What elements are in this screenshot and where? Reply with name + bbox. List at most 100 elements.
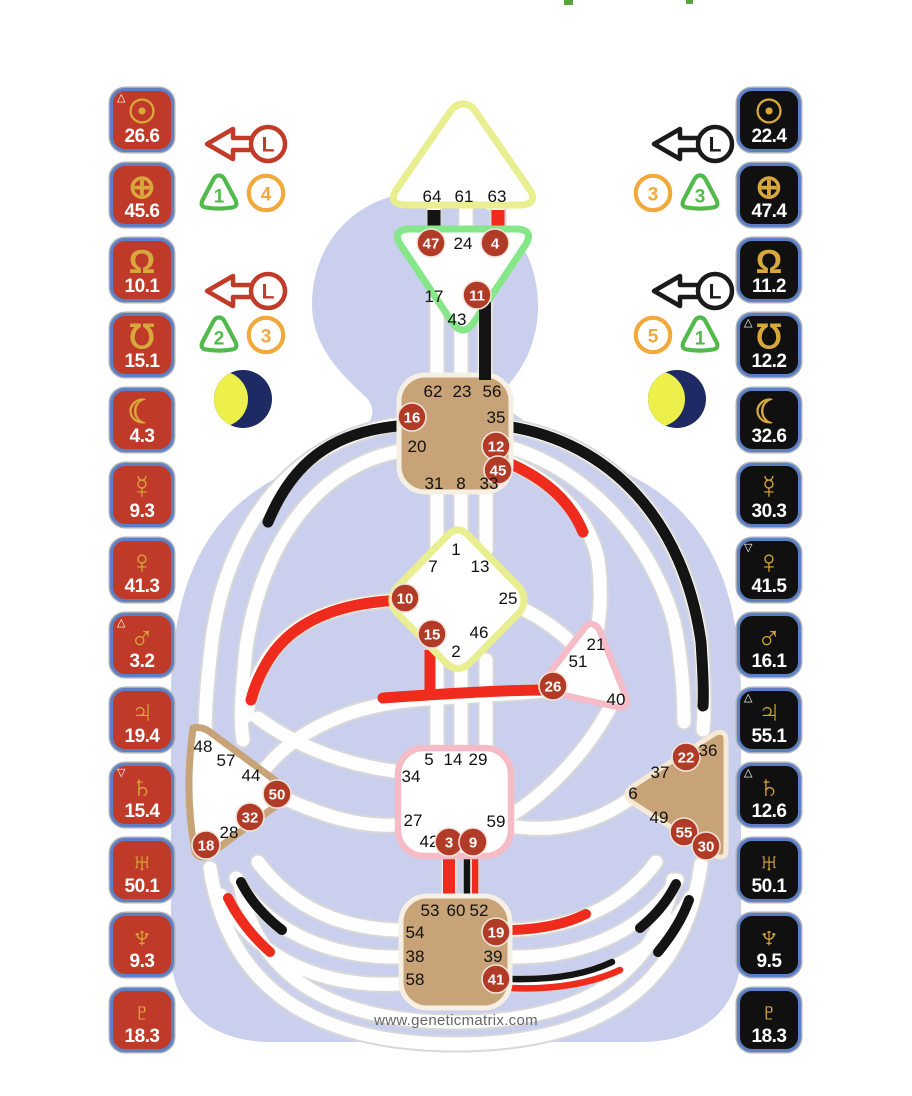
gate-14: 14 bbox=[444, 750, 463, 769]
mars-icon: ♂ bbox=[129, 617, 155, 655]
gate-10-activation bbox=[390, 583, 420, 613]
personality-planet-saturn: △♄12.6 bbox=[737, 763, 801, 827]
arrow-circle bbox=[248, 124, 288, 164]
gate-9-activation bbox=[458, 827, 488, 857]
sacral-center bbox=[394, 744, 515, 860]
planet-gate-value: 41.5 bbox=[751, 576, 787, 597]
gate-62: 62 bbox=[424, 382, 443, 401]
personality-planet-jupiter: △♃55.1 bbox=[737, 688, 801, 752]
gate-26-activation bbox=[538, 671, 568, 701]
gate-15: 15 bbox=[424, 626, 441, 643]
planet-gate-value: 18.3 bbox=[124, 1026, 160, 1047]
cropped-text-artifact bbox=[686, 0, 693, 4]
moon-icon: ☽ bbox=[127, 392, 157, 430]
gate-38: 38 bbox=[406, 947, 425, 966]
design-planet-mercury: ☿9.3 bbox=[110, 463, 174, 527]
planet-gate-value: 22.4 bbox=[751, 126, 787, 147]
circle-badge: 5 bbox=[633, 315, 673, 355]
planet-gate-value: 16.1 bbox=[751, 651, 787, 672]
planet-gate-value: 10.1 bbox=[124, 276, 160, 297]
badge-value: 3 bbox=[261, 327, 272, 348]
gate-59: 59 bbox=[487, 812, 506, 831]
planet-gate-value: 47.4 bbox=[751, 201, 787, 222]
arrow-letter: L bbox=[262, 280, 275, 303]
personality-planet-mars: ♂16.1 bbox=[737, 613, 801, 677]
gate-15-activation bbox=[417, 619, 447, 649]
design-planet-saturn: ▽♄15.4 bbox=[110, 763, 174, 827]
gate-18-activation bbox=[191, 830, 221, 860]
gate-47-activation bbox=[416, 228, 446, 258]
gate-22: 22 bbox=[678, 749, 695, 766]
planet-gate-value: 50.1 bbox=[124, 876, 160, 897]
badge-value: 2 bbox=[214, 329, 225, 350]
gate-32-activation bbox=[235, 802, 265, 832]
gate-4-activation bbox=[480, 228, 510, 258]
neptune-icon: ♆ bbox=[756, 917, 782, 955]
arrow-letter: L bbox=[709, 280, 722, 303]
venus-icon: ♀ bbox=[756, 542, 782, 580]
gate-37: 37 bbox=[651, 763, 670, 782]
gate-61: 61 bbox=[455, 187, 474, 206]
planet-gate-value: 50.1 bbox=[751, 876, 787, 897]
gate-42: 42 bbox=[420, 832, 439, 851]
design-planet-sun: △☉26.6 bbox=[110, 88, 174, 152]
gate-64: 64 bbox=[423, 187, 442, 206]
gate-63: 63 bbox=[488, 187, 507, 206]
design-planet-pluto: ♇18.3 bbox=[110, 988, 174, 1052]
planet-gate-value: 12.6 bbox=[751, 801, 787, 822]
personality-planet-neptune: ♆9.5 bbox=[737, 913, 801, 977]
design-planet-uranus: ♅50.1 bbox=[110, 838, 174, 902]
arrow-circle bbox=[695, 124, 735, 164]
sun-icon: ☉ bbox=[127, 92, 157, 130]
triangle-badge: 1 bbox=[680, 315, 720, 353]
head-center bbox=[390, 100, 536, 209]
gate-8: 8 bbox=[456, 474, 465, 493]
moon-phase-left-icon bbox=[214, 370, 272, 428]
gate-49: 49 bbox=[650, 808, 669, 827]
gate-34: 34 bbox=[402, 767, 421, 786]
planet-gate-value: 4.3 bbox=[129, 426, 155, 447]
uranus-icon: ♅ bbox=[129, 842, 155, 880]
watermark-link[interactable]: www.geneticmatrix.com bbox=[374, 1012, 538, 1029]
gate-41: 41 bbox=[488, 971, 505, 988]
personality-planet-venus: ▽♀41.5 bbox=[737, 538, 801, 602]
gate-43: 43 bbox=[448, 310, 467, 329]
earth-icon: ⊕ bbox=[755, 167, 783, 205]
gate-35: 35 bbox=[487, 408, 506, 427]
left-arrow-icon bbox=[204, 126, 255, 162]
gate-23: 23 bbox=[453, 382, 472, 401]
gate-16-activation bbox=[397, 402, 427, 432]
north-node-icon: Ω bbox=[128, 242, 156, 280]
gate-29: 29 bbox=[469, 750, 488, 769]
gate-50: 50 bbox=[269, 786, 286, 803]
planet-gate-value: 19.4 bbox=[124, 726, 160, 747]
triangle-badge: 3 bbox=[680, 173, 720, 211]
mercury-icon: ☿ bbox=[756, 467, 782, 505]
gate-4: 4 bbox=[491, 235, 500, 252]
gate-27: 27 bbox=[404, 811, 423, 830]
channel-activations bbox=[223, 210, 709, 992]
gate-45-activation bbox=[483, 455, 513, 485]
gate-50-activation bbox=[262, 779, 292, 809]
arrow-circle bbox=[695, 271, 735, 311]
gate-9: 9 bbox=[469, 834, 477, 851]
gate-11: 11 bbox=[469, 287, 485, 304]
gate-58: 58 bbox=[406, 970, 425, 989]
gate-22-activation bbox=[671, 742, 701, 772]
north-node-icon: Ω bbox=[755, 242, 783, 280]
planet-gate-value: 9.5 bbox=[756, 951, 782, 972]
planet-gate-value: 3.2 bbox=[129, 651, 155, 672]
personality-planet-south-node: △℧12.2 bbox=[737, 313, 801, 377]
left-arrow-icon bbox=[651, 273, 702, 309]
arrow-letter: L bbox=[709, 133, 722, 156]
personality-planet-pluto: ♇18.3 bbox=[737, 988, 801, 1052]
gate-48: 48 bbox=[194, 737, 213, 756]
planet-gate-value: 9.3 bbox=[129, 951, 155, 972]
badge-value: 1 bbox=[214, 187, 225, 208]
planet-gate-value: 55.1 bbox=[751, 726, 787, 747]
planet-gate-value: 11.2 bbox=[752, 276, 786, 297]
